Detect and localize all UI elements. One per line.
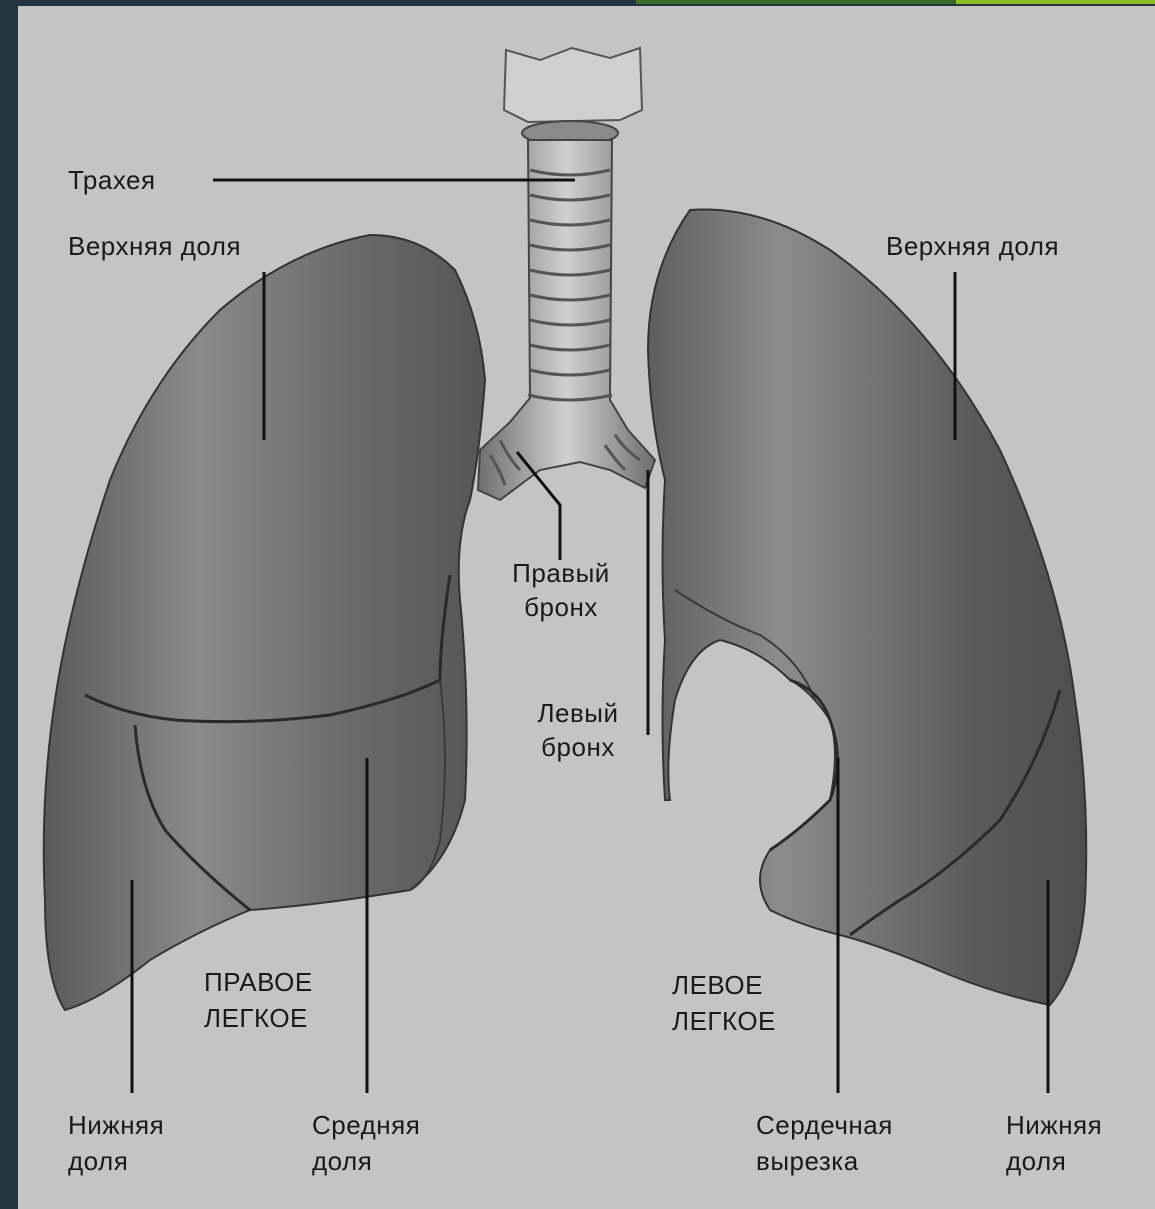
middle-lobe-label-line2: доля bbox=[312, 1144, 372, 1178]
left-lower-lobe-label-line1: Нижняя bbox=[1006, 1108, 1102, 1142]
right-upper-lobe-label: Верхняя доля bbox=[68, 229, 241, 263]
left-upper-lobe-label: Верхняя доля bbox=[886, 229, 1059, 263]
right-bronchus-label-line2: бронх bbox=[498, 590, 624, 624]
right-lung-title-line1: ПРАВОЕ bbox=[204, 965, 313, 999]
right-bronchus-label-line1: Правый bbox=[498, 556, 624, 590]
left-lung-title-line2: ЛЕГКОЕ bbox=[672, 1004, 776, 1038]
right-lung-title-line2: ЛЕГКОЕ bbox=[204, 1001, 308, 1035]
middle-lobe-label-line1: Средняя bbox=[312, 1108, 420, 1142]
right-lower-lobe-label-line1: Нижняя bbox=[68, 1108, 164, 1142]
left-bronchus-label-line1: Левый bbox=[522, 696, 634, 730]
left-lower-lobe-label-line2: доля bbox=[1006, 1144, 1066, 1178]
larynx-shape bbox=[504, 48, 642, 122]
left-lung-shape bbox=[648, 210, 1086, 1006]
cardiac-notch-label-line1: Сердечная bbox=[756, 1108, 893, 1142]
left-lung-title-line1: ЛЕВОЕ bbox=[672, 968, 763, 1002]
left-bronchus-label-line2: бронх bbox=[522, 730, 634, 764]
trachea-label: Трахея bbox=[68, 163, 156, 197]
right-lower-lobe-label-line2: доля bbox=[68, 1144, 128, 1178]
cardiac-notch-label-line2: вырезка bbox=[756, 1144, 859, 1178]
